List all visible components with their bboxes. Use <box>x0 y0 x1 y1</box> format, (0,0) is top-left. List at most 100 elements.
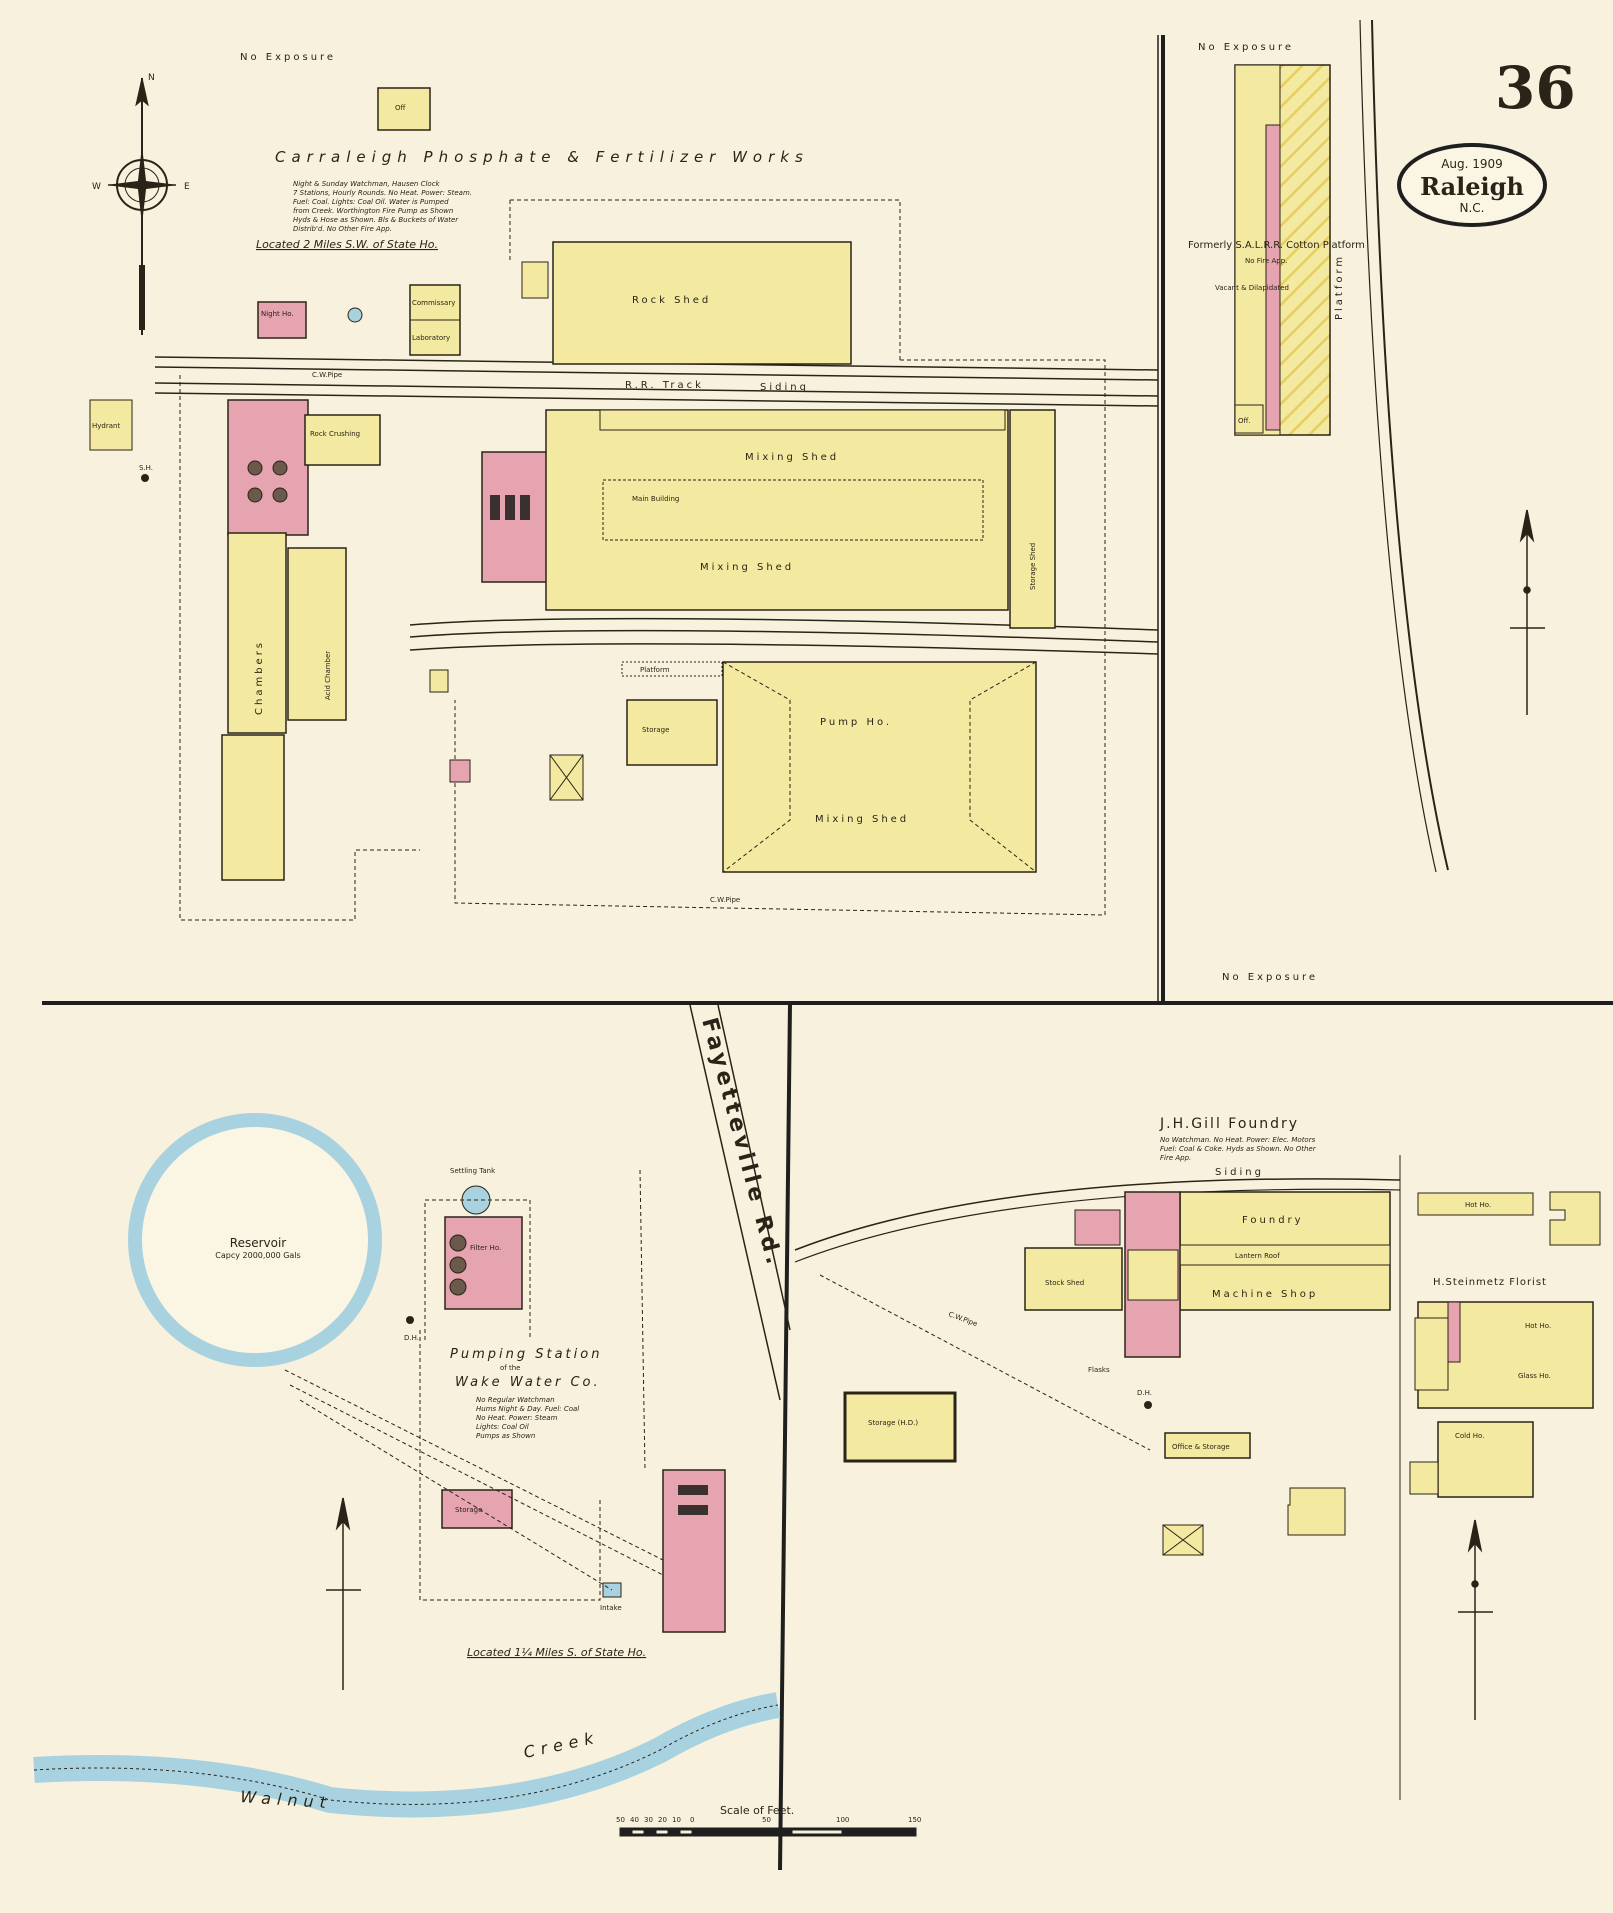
cold-frames <box>1437 1421 1534 1498</box>
pumping-station-of-the: of the <box>500 1364 520 1372</box>
compass-n: N <box>148 73 155 83</box>
pump-house-label: Pump Ho. <box>820 717 892 728</box>
cotton-note-2: Vacant & Dilapidated <box>1215 284 1289 292</box>
svg-text:Lights: Coal Oil: Lights: Coal Oil <box>476 1423 529 1431</box>
dh-label-pump: D.H. <box>404 1334 419 1342</box>
exposure-top-right: No Exposure <box>1198 42 1294 53</box>
commissary-label: Commissary <box>412 299 455 307</box>
railroad-curve-right <box>1371 19 1449 871</box>
chambers-building <box>227 532 287 734</box>
reservoir-capacity: Capcy 2000,000 Gals <box>215 1251 300 1260</box>
rock-shed-label: Rock Shed <box>632 295 711 306</box>
exposure-top-left: No Exposure <box>240 52 336 63</box>
svg-text:Hyds & Hose as Shown. Bls & Bu: Hyds & Hose as Shown. Bls & Buckets of W… <box>293 216 459 224</box>
svg-text:No Heat. Power: Steam: No Heat. Power: Steam <box>476 1414 558 1422</box>
night-house-label: Night Ho. <box>261 310 294 318</box>
cotton-platform-label: Formerly S.A.L.R.R. Cotton Platform <box>1188 240 1365 251</box>
platform-label: Platform <box>640 666 670 674</box>
boilers-pump-station <box>678 1485 708 1515</box>
gill-foundry-notes: No Watchman. No Heat. Power: Elec. Motor… <box>1160 1136 1317 1162</box>
svg-text:No Regular Watchman: No Regular Watchman <box>476 1396 555 1404</box>
carraleigh-fence <box>179 199 1106 921</box>
cw-pipe-label-1: C.W.Pipe <box>312 371 342 379</box>
reservoir <box>128 1113 382 1367</box>
main-building <box>602 479 984 541</box>
water-tank <box>347 307 363 323</box>
steinmetz-corner <box>1549 1191 1601 1246</box>
cotton-platform-vertical: Platform <box>1334 254 1345 320</box>
cotton-office-label: Off. <box>1238 417 1251 425</box>
compass-rose <box>108 77 176 335</box>
office-building <box>377 87 431 131</box>
mixing-shed-label-1: Mixing Shed <box>745 452 839 463</box>
svg-text:from Creek. Worthington Fire P: from Creek. Worthington Fire Pump as Sho… <box>293 207 453 215</box>
hot-house-label-2: Hot Ho. <box>1525 1322 1551 1330</box>
storage-building <box>626 699 718 766</box>
rock-shed <box>552 241 852 365</box>
svg-text:Fuel: Coal. Lights: Coal Oil.: Fuel: Coal. Lights: Coal Oil. Water is P… <box>293 198 449 206</box>
fayetteville-road <box>689 1004 791 1401</box>
acid-chamber-label: Acid Chamber <box>324 651 332 700</box>
svg-text:Night & Sunday Watchman, Hause: Night & Sunday Watchman, Hausen Clock <box>293 180 441 188</box>
section-dividers <box>42 35 1613 1871</box>
north-arrow-bottom-left <box>326 1497 361 1690</box>
steinmetz-title: H.Steinmetz Florist <box>1433 1277 1547 1288</box>
sheet-number: 36 <box>1495 54 1576 122</box>
state-name: N.C. <box>1460 201 1485 215</box>
cotton-platform-office <box>1234 404 1264 434</box>
mixing-shed-label-2: Mixing Shed <box>700 562 794 573</box>
svg-text:Pumps as Shown: Pumps as Shown <box>476 1432 535 1440</box>
office-storage-label: Office & Storage <box>1172 1443 1230 1451</box>
office-storage <box>1164 1432 1251 1459</box>
boilers <box>247 460 288 503</box>
svg-text:Hums Night & Day. Fuel: Coal: Hums Night & Day. Fuel: Coal <box>476 1405 579 1413</box>
steinmetz-side-building <box>1414 1317 1449 1391</box>
mixing-shed-label-3: Mixing Shed <box>815 814 909 825</box>
crushing-plant <box>227 399 309 536</box>
rr-track-label: R.R. Track <box>625 380 704 391</box>
gill-small-brick <box>1074 1209 1121 1246</box>
svg-text:Fire App.: Fire App. <box>1160 1154 1191 1162</box>
roof-lines <box>722 661 791 873</box>
svg-text:Fuel: Coal & Coke. Hyds as Sho: Fuel: Coal & Coke. Hyds as Shown. No Oth… <box>1160 1145 1317 1153</box>
exposure-bottom-right: No Exposure <box>1222 972 1318 983</box>
pipe-lines-pump <box>284 1169 664 1591</box>
cold-frames-label: Cold Ho. <box>1455 1432 1484 1440</box>
filter-house-label: Filter Ho. <box>470 1244 501 1252</box>
dh-marker-gill <box>1144 1401 1152 1409</box>
siding-label: Siding <box>760 382 809 393</box>
cw-pipe-label-2: C.W.Pipe <box>710 896 740 904</box>
settling-tank-label: Settling Tank <box>450 1167 496 1175</box>
scale-tick: 50 <box>616 1816 625 1824</box>
glass-house-label: Glass Ho. <box>1518 1372 1551 1380</box>
acid-chamber <box>287 547 347 721</box>
lantern-roof-label: Lantern Roof <box>1235 1252 1280 1260</box>
main-building-label: Main Building <box>632 495 679 503</box>
office-label: Off <box>395 104 406 112</box>
lantern-roof <box>1179 1244 1391 1266</box>
pump-box <box>449 759 471 783</box>
small-shed-1 <box>521 261 549 299</box>
compass-w: W <box>92 182 101 192</box>
night-house <box>257 301 307 339</box>
storage-hd <box>843 1391 957 1463</box>
scale-tick: 20 <box>658 1816 667 1824</box>
city-name: Raleigh <box>1420 172 1524 201</box>
cotton-platform-core <box>1265 124 1281 431</box>
gill-foundry-title: J.H.Gill Foundry <box>1159 1116 1299 1132</box>
scale-tick: 10 <box>672 1816 681 1824</box>
siding-curve <box>794 1178 1401 1251</box>
hot-house-1 <box>1417 1192 1534 1216</box>
hydrant-label: Hydrant <box>92 422 120 430</box>
scale-tick: 150 <box>908 1816 921 1824</box>
boiler-engine-house <box>662 1469 726 1633</box>
storage-shed <box>1009 409 1056 629</box>
flasks-label: Flasks <box>1088 1366 1110 1374</box>
storage-shed-label: Storage Shed <box>1029 543 1037 590</box>
scale-title: Scale of Feet. <box>720 1804 794 1817</box>
sh-marker-1 <box>141 474 149 482</box>
cotton-note-1: No Fire App. <box>1245 257 1287 265</box>
engines <box>490 495 530 520</box>
platform-strip <box>621 661 723 677</box>
